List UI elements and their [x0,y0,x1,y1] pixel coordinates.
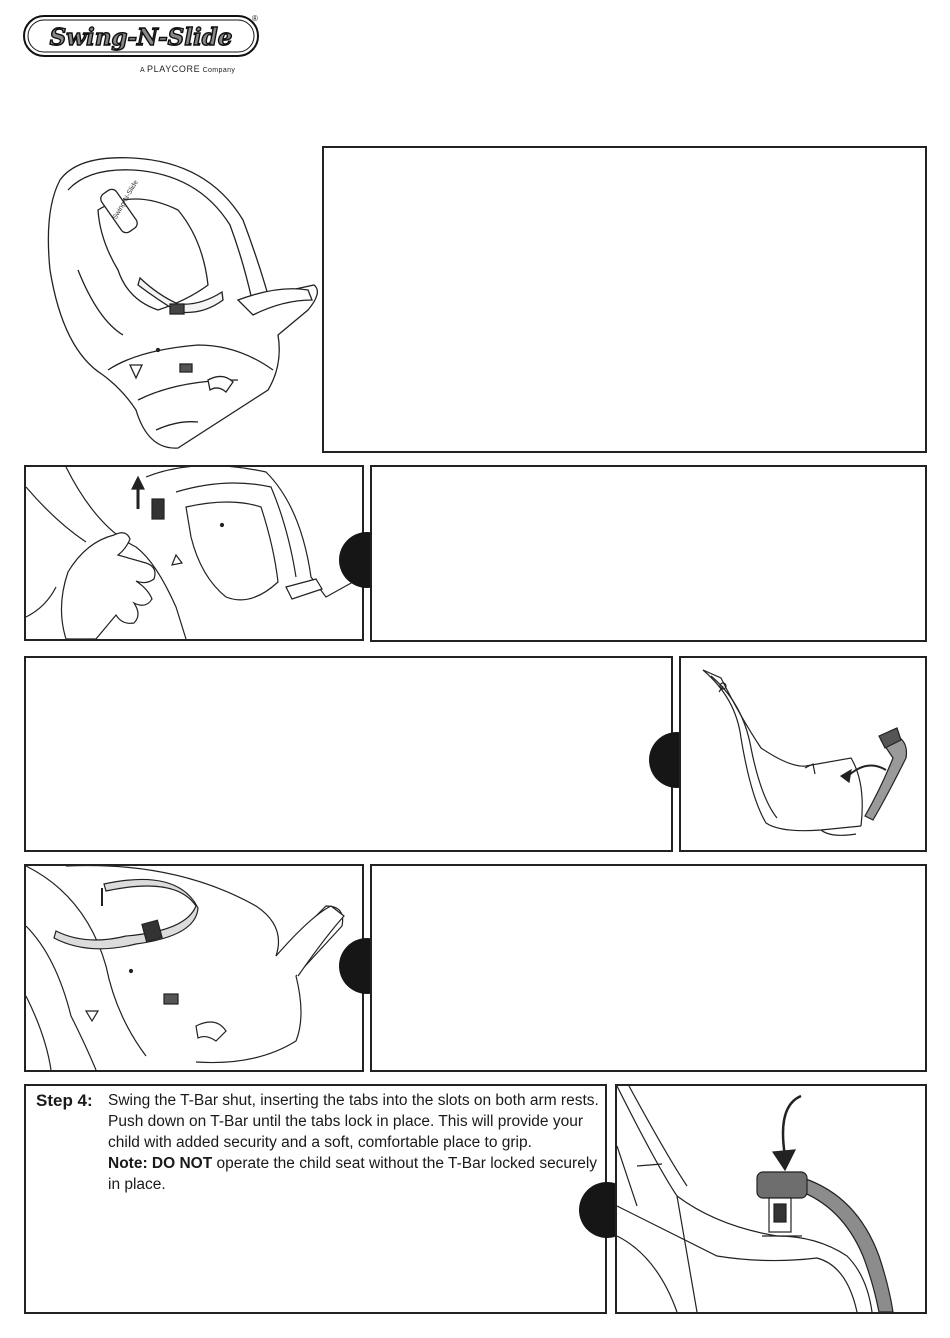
step4-instructions: Step 4: Swing the T-Bar shut, inserting … [36,1090,605,1195]
step1-image-panel [24,465,364,641]
step1-text-panel [370,465,927,642]
step4-note-text: operate the child seat without the T-Bar… [108,1155,598,1193]
tagline-prefix: A [140,67,145,74]
logo-text: Swing-N-Slide [50,24,233,51]
seat-belt-illustration [26,866,345,1070]
brand-logo: Swing-N-Slide ® [22,12,262,74]
step4-label: Step 4: [36,1091,93,1110]
child-seat-illustration: Swing-N-Slide [38,150,323,450]
step4-note-label: Note: DO NOT [108,1155,213,1172]
tbar-open-illustration [702,669,908,836]
step2-image-panel [679,656,927,852]
tagline-brand: PLAYCORE [147,64,201,74]
registered-mark: ® [252,14,258,23]
step4-body-text: Swing the T-Bar shut, inserting the tabs… [108,1092,599,1151]
step3-image-panel [24,864,364,1072]
intro-text-panel [322,146,927,453]
step4-text-panel: Step 4: Swing the T-Bar shut, inserting … [24,1084,607,1314]
step3-text-panel [370,864,927,1072]
belt-adjust-illustration [26,467,362,639]
tbar-lock-illustration [617,1086,894,1312]
step4-image-panel [615,1084,927,1314]
brand-tagline: A PLAYCORE Company [140,64,235,74]
tagline-suffix: Company [202,67,236,74]
step2-text-panel [24,656,673,852]
